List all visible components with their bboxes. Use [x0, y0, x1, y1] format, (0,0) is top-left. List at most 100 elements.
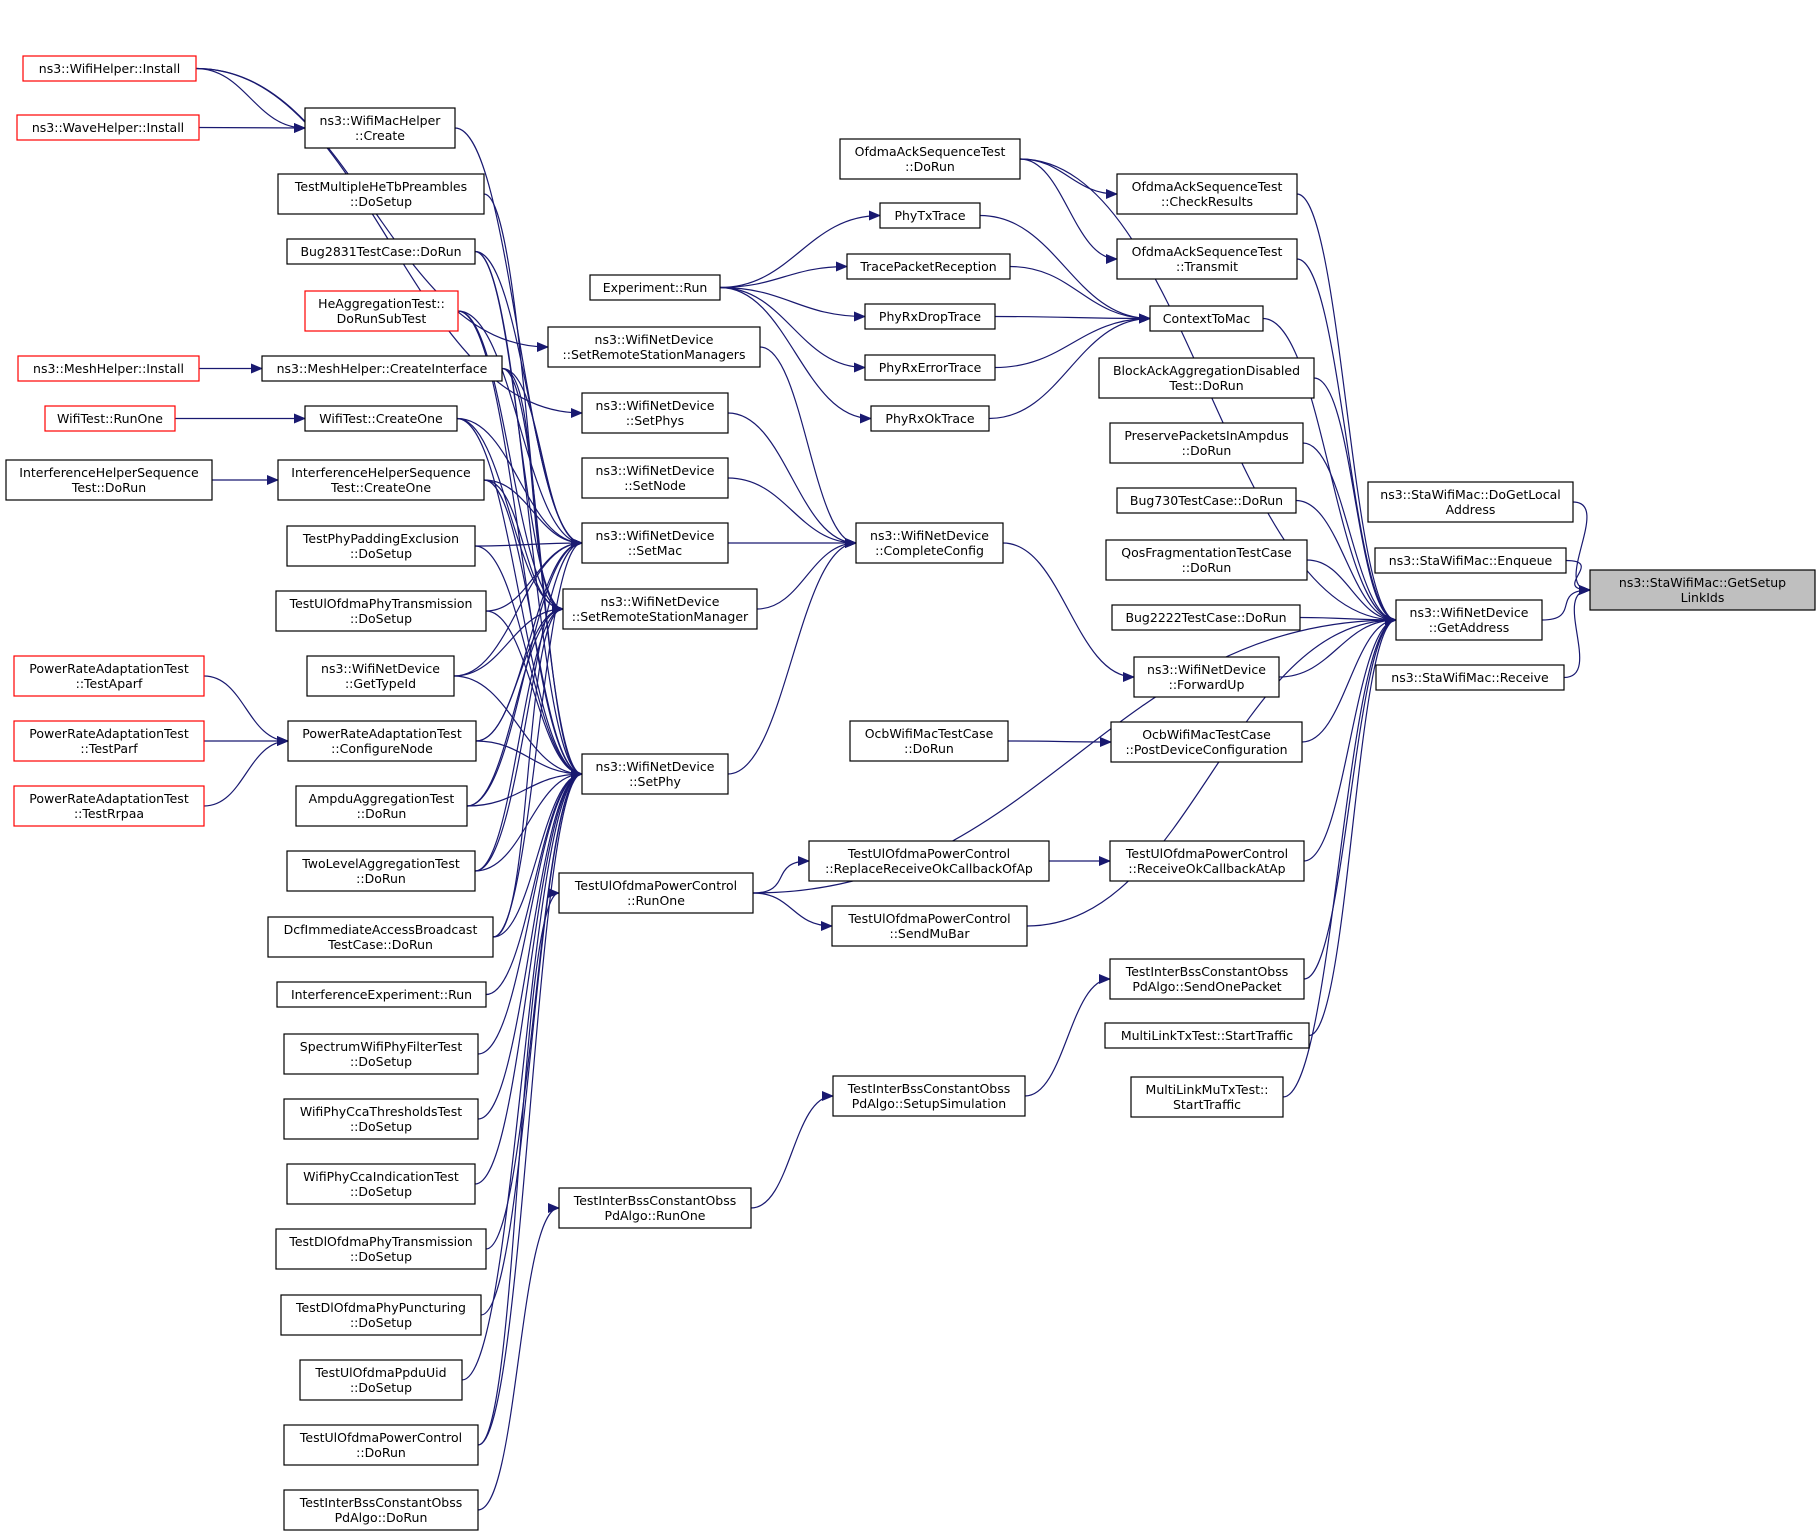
node-label-line: ns3::WifiNetDevice	[1410, 605, 1529, 620]
node-label-line: ::DoSetup	[350, 611, 412, 626]
graph-node-multilinkmutx[interactable]: MultiLinkMuTxTest::StartTraffic	[1130, 1076, 1284, 1118]
graph-node-interferenceexp-run[interactable]: InterferenceExperiment::Run	[276, 981, 487, 1008]
graph-node-phytxtrace[interactable]: PhyTxTrace	[879, 202, 981, 229]
graph-node-wnd-setmac[interactable]: ns3::WifiNetDevice::SetMac	[581, 522, 729, 564]
graph-node-qosfragmentation[interactable]: QosFragmentationTestCase::DoRun	[1105, 539, 1308, 581]
graph-node-testdlofdmaphytx[interactable]: TestDlOfdmaPhyTransmission::DoSetup	[275, 1228, 487, 1270]
graph-node-multilinktx[interactable]: MultiLinkTxTest::StartTraffic	[1104, 1022, 1310, 1049]
node-label-line: ns3::WifiNetDevice	[596, 463, 715, 478]
graph-node-testulofdmapc-dorun[interactable]: TestUlOfdmaPowerControl::DoRun	[283, 1424, 479, 1466]
graph-node-testdlofdmapunct[interactable]: TestDlOfdmaPhyPuncturing::DoSetup	[280, 1294, 482, 1336]
graph-node-wnd-setphys[interactable]: ns3::WifiNetDevice::SetPhys	[581, 392, 729, 434]
graph-node-ocbwifimac-postdevice[interactable]: OcbWifiMacTestCase::PostDeviceConfigurat…	[1110, 721, 1303, 763]
edge-phyrxdroptrace-to-contexttomac	[994, 313, 1151, 324]
graph-node-prat-testparf[interactable]: PowerRateAdaptationTest::TestParf	[13, 720, 205, 762]
node-box	[879, 202, 981, 229]
node-box	[286, 238, 476, 265]
graph-node-experiment-run[interactable]: Experiment::Run	[589, 274, 721, 301]
graph-node-phyrxdroptrace[interactable]: PhyRxDropTrace	[864, 303, 996, 330]
graph-node-stawifimac-enqueue[interactable]: ns3::StaWifiMac::Enqueue	[1374, 547, 1567, 574]
graph-node-testphypadding[interactable]: TestPhyPaddingExclusion::DoSetup	[286, 525, 476, 567]
graph-node-meshhelper-createinterface[interactable]: ns3::MeshHelper::CreateInterface	[261, 355, 503, 382]
node-label-line: Bug730TestCase::DoRun	[1130, 493, 1283, 508]
graph-node-prat-configurenode[interactable]: PowerRateAdaptationTest::ConfigureNode	[287, 720, 477, 762]
graph-node-ocbwifimac-dorun[interactable]: OcbWifiMacTestCase::DoRun	[849, 720, 1009, 762]
graph-node-heaggregation[interactable]: HeAggregationTest::DoRunSubTest	[304, 290, 459, 332]
node-box	[306, 655, 455, 697]
graph-node-wnd-forwardup[interactable]: ns3::WifiNetDevice::ForwardUp	[1133, 656, 1280, 698]
graph-node-testulofdmapc-receiveok[interactable]: TestUlOfdmaPowerControl::ReceiveOkCallba…	[1109, 840, 1305, 882]
graph-node-ihseq-createone[interactable]: InterferenceHelperSequenceTest::CreateOn…	[277, 459, 485, 501]
node-label-line: DcfImmediateAccessBroadcast	[284, 922, 478, 937]
graph-node-bug2222[interactable]: Bug2222TestCase::DoRun	[1111, 604, 1301, 631]
edge-testulofdmapc-receiveok-to-wnd-getaddress	[1303, 615, 1397, 862]
node-box	[1375, 664, 1565, 691]
graph-node-ofdmaack-transmit[interactable]: OfdmaAckSequenceTest::Transmit	[1116, 238, 1298, 280]
graph-node-wnd-setnode[interactable]: ns3::WifiNetDevice::SetNode	[581, 457, 729, 499]
node-label-line: LinkIds	[1681, 590, 1725, 605]
graph-node-stawifimac-receive[interactable]: ns3::StaWifiMac::Receive	[1375, 664, 1565, 691]
graph-node-prat-testaparf[interactable]: PowerRateAdaptationTest::TestAparf	[13, 655, 205, 697]
edge-ccathresholds-to-wnd-setphy	[477, 769, 583, 1120]
graph-node-wnd-setremotestationmanagers[interactable]: ns3::WifiNetDevice::SetRemoteStationMana…	[547, 326, 761, 368]
graph-node-wifihelper-install[interactable]: ns3::WifiHelper::Install	[22, 55, 197, 82]
graph-node-testulofdmapc-runone[interactable]: TestUlOfdmaPowerControl::RunOne	[558, 872, 754, 914]
graph-node-ccathresholds[interactable]: WifiPhyCcaThresholdsTest::DoSetup	[283, 1098, 479, 1140]
graph-node-ofdmaack-checkresults[interactable]: OfdmaAckSequenceTest::CheckResults	[1116, 173, 1298, 215]
graph-node-wifitest-createone[interactable]: WifiTest::CreateOne	[304, 405, 458, 432]
node-box	[280, 1294, 482, 1336]
graph-node-tibss-setupsim[interactable]: TestInterBssConstantObssPdAlgo::SetupSim…	[832, 1075, 1026, 1117]
node-label-line: PdAlgo::DoRun	[335, 1510, 428, 1525]
graph-node-tracepacketreception[interactable]: TracePacketReception	[846, 253, 1011, 280]
node-label-line: ::TestParf	[80, 741, 138, 756]
graph-node-wnd-gettypeid[interactable]: ns3::WifiNetDevice::GetTypeId	[306, 655, 455, 697]
graph-node-bug730[interactable]: Bug730TestCase::DoRun	[1116, 487, 1297, 514]
graph-node-wnd-completeconfig[interactable]: ns3::WifiNetDevice::CompleteConfig	[855, 522, 1004, 564]
graph-node-ampduaggregation[interactable]: AmpduAggregationTest::DoRun	[295, 785, 468, 827]
node-label-line: Experiment::Run	[603, 280, 708, 295]
node-label-line: TestPhyPaddingExclusion	[302, 531, 459, 546]
graph-node-wavehelper-install[interactable]: ns3::WaveHelper::Install	[16, 114, 200, 141]
node-box	[283, 1098, 479, 1140]
graph-node-wnd-getaddress[interactable]: ns3::WifiNetDevice::GetAddress	[1395, 599, 1543, 641]
graph-node-preservepackets[interactable]: PreservePacketsInAmpdus::DoRun	[1109, 422, 1304, 464]
graph-node-wifimachelper-create[interactable]: ns3::WifiMacHelper::Create	[304, 107, 456, 149]
graph-node-phyrxerrortrace[interactable]: PhyRxErrorTrace	[864, 354, 996, 381]
node-label-line: ::SetPhy	[629, 774, 681, 789]
graph-node-prat-testrrpaa[interactable]: PowerRateAdaptationTest::TestRrpaa	[13, 785, 205, 827]
node-label-line: OcbWifiMacTestCase	[865, 726, 994, 741]
edge-ccaindication-to-wnd-setphy	[474, 769, 583, 1185]
edge-layer	[175, 67, 1591, 1511]
graph-node-wnd-setphy[interactable]: ns3::WifiNetDevice::SetPhy	[581, 753, 729, 795]
graph-node-testulofdmapc-sendmubar[interactable]: TestUlOfdmaPowerControl::SendMuBar	[831, 905, 1028, 947]
graph-node-testmultiplehetb[interactable]: TestMultipleHeTbPreambles::DoSetup	[277, 173, 485, 215]
graph-node-wifitest-runone[interactable]: WifiTest::RunOne	[44, 405, 176, 432]
graph-node-ofdmaack-dorun[interactable]: OfdmaAckSequenceTest::DoRun	[839, 138, 1021, 180]
node-label-line: ::ForwardUp	[1169, 677, 1245, 692]
node-box	[283, 1033, 479, 1075]
graph-node-twolevelaggregation[interactable]: TwoLevelAggregationTest::DoRun	[286, 850, 476, 892]
node-label-line: ::DoRun	[905, 159, 955, 174]
node-label-line: ns3::StaWifiMac::DoGetLocal	[1380, 487, 1560, 502]
graph-node-contexttomac[interactable]: ContextToMac	[1149, 305, 1264, 332]
node-box	[1110, 721, 1303, 763]
graph-node-phyrxoktrace[interactable]: PhyRxOkTrace	[870, 405, 990, 432]
graph-node-meshhelper-install[interactable]: ns3::MeshHelper::Install	[17, 355, 200, 382]
graph-node-spectrumfilter[interactable]: SpectrumWifiPhyFilterTest::DoSetup	[283, 1033, 479, 1075]
graph-node-bug2831[interactable]: Bug2831TestCase::DoRun	[286, 238, 476, 265]
graph-node-dcfimmediate[interactable]: DcfImmediateAccessBroadcastTestCase::DoR…	[267, 916, 494, 958]
graph-node-testulofdmaphytx[interactable]: TestUlOfdmaPhyTransmission::DoSetup	[275, 590, 487, 632]
graph-node-testulofdmappduuid[interactable]: TestUlOfdmaPpduUid::DoSetup	[299, 1359, 463, 1401]
edge-wnd-setremotestationmanager-to-wnd-completeconfig	[756, 538, 857, 610]
graph-node-tibss-sendonepacket[interactable]: TestInterBssConstantObssPdAlgo::SendOneP…	[1109, 958, 1305, 1000]
graph-node-testulofdmapc-replace[interactable]: TestUlOfdmaPowerControl::ReplaceReceiveO…	[808, 840, 1050, 882]
graph-node-ccaindication[interactable]: WifiPhyCcaIndicationTest::DoSetup	[286, 1163, 476, 1205]
node-box	[589, 274, 721, 301]
graph-node-wnd-setremotestationmanager[interactable]: ns3::WifiNetDevice::SetRemoteStationMana…	[562, 588, 758, 630]
